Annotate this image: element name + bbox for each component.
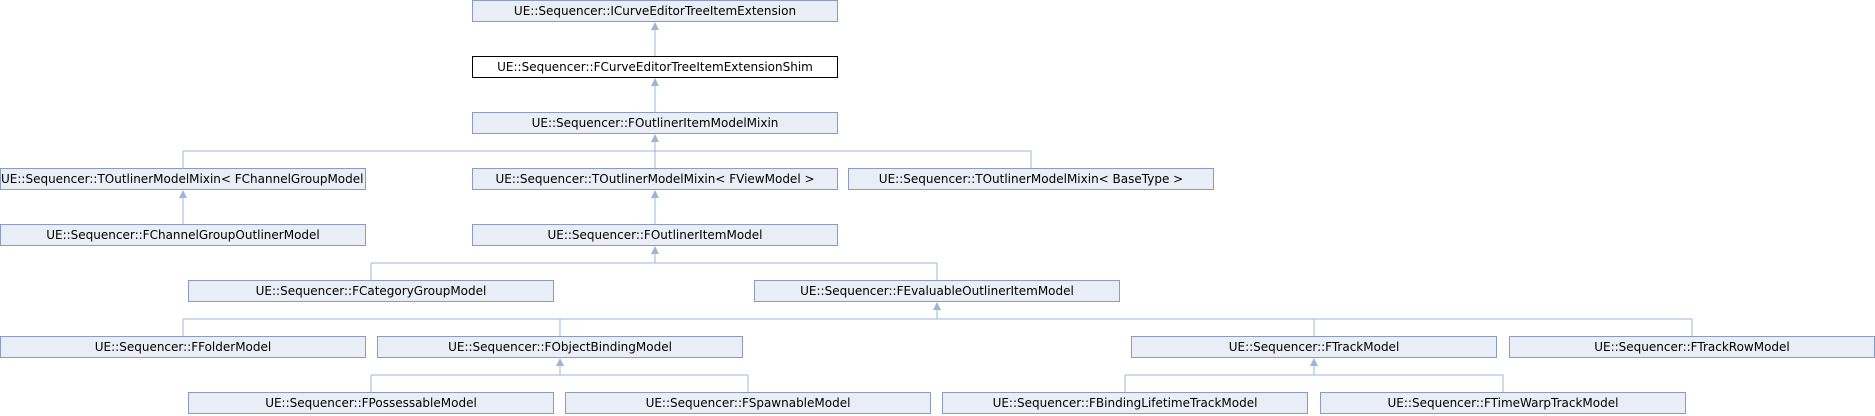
- arrowhead-n12: [1310, 358, 1318, 366]
- class-node-fchannelgroupoutlinermodel[interactable]: UE::Sequencer::FChannelGroupOutlinerMode…: [0, 224, 366, 246]
- arrowhead-n9: [933, 302, 941, 310]
- class-node-ffoldermodel[interactable]: UE::Sequencer::FFolderModel: [0, 336, 366, 358]
- class-node-ftrackmodel[interactable]: UE::Sequencer::FTrackModel: [1131, 336, 1497, 358]
- arrowhead-n0: [651, 22, 659, 30]
- arrowhead-n4: [651, 190, 659, 198]
- class-node-toutlinermodelmixin-fviewmodel[interactable]: UE::Sequencer::TOutlinerModelMixin< FVie…: [472, 168, 838, 190]
- arrowhead-n3: [179, 190, 187, 198]
- class-node-icurveeditortreeitemextension[interactable]: UE::Sequencer::ICurveEditorTreeItemExten…: [472, 0, 838, 22]
- class-node-foutlineritemmodelmixin[interactable]: UE::Sequencer::FOutlinerItemModelMixin: [472, 112, 838, 134]
- class-node-toutlinermodelmixin-fchannelgroupmodel[interactable]: UE::Sequencer::TOutlinerModelMixin< FCha…: [0, 168, 366, 190]
- class-node-fobjectbindingmodel[interactable]: UE::Sequencer::FObjectBindingModel: [377, 336, 743, 358]
- class-node-fcategorygroupmodel[interactable]: UE::Sequencer::FCategoryGroupModel: [188, 280, 554, 302]
- class-node-fpossessablemodel[interactable]: UE::Sequencer::FPossessableModel: [188, 392, 554, 414]
- class-node-fcurveeditortreeitemextensionshim: UE::Sequencer::FCurveEditorTreeItemExten…: [472, 56, 838, 78]
- class-node-fevaluableoutlineritemmodel[interactable]: UE::Sequencer::FEvaluableOutlinerItemMod…: [754, 280, 1120, 302]
- class-node-fspawnablemodel[interactable]: UE::Sequencer::FSpawnableModel: [565, 392, 931, 414]
- arrowhead-n7: [651, 246, 659, 254]
- class-node-fbindinglifetimetrackmodel[interactable]: UE::Sequencer::FBindingLifetimeTrackMode…: [942, 392, 1308, 414]
- class-node-ftimewarptrackmodel[interactable]: UE::Sequencer::FTimeWarpTrackModel: [1320, 392, 1686, 414]
- class-node-toutlinermodelmixin-basetype[interactable]: UE::Sequencer::TOutlinerModelMixin< Base…: [848, 168, 1214, 190]
- arrowhead-n1: [651, 78, 659, 86]
- class-node-foutlineritemmodel[interactable]: UE::Sequencer::FOutlinerItemModel: [472, 224, 838, 246]
- arrowhead-n2: [651, 134, 659, 142]
- class-node-ftrackrowmodel[interactable]: UE::Sequencer::FTrackRowModel: [1509, 336, 1875, 358]
- arrowhead-n11: [556, 358, 564, 366]
